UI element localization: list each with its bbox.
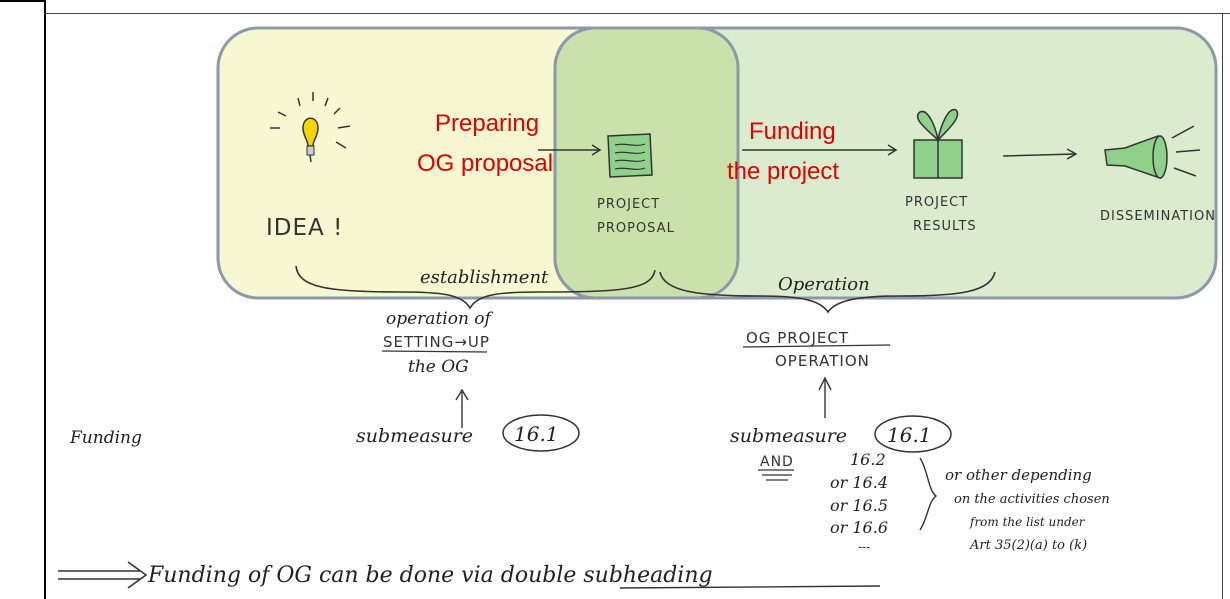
setting-up-text: SETTING→UP [383, 333, 490, 351]
proposal-label-line2: PROPOSAL [597, 221, 675, 236]
gift-box-icon [913, 108, 963, 179]
arrow-head [591, 144, 602, 156]
option-16-6: or 16.6 [830, 518, 888, 537]
option-16-2: 16.2 [850, 450, 886, 469]
arrow-head [887, 144, 898, 156]
conclusion-prefix: Funding of OG can be done via [147, 563, 501, 588]
og-project-underline [742, 344, 891, 348]
dissemination-label: DISSEMINATION [1100, 209, 1216, 224]
frame-left-border [44, 0, 46, 599]
frame-right-border [1222, 13, 1223, 599]
operation-of-text: operation of [386, 309, 494, 329]
option-16-5: or 16.5 [830, 496, 888, 515]
idea-label: IDEA ! [266, 215, 343, 241]
og-proposal-label: OG proposal [417, 150, 553, 177]
options-brace [919, 457, 938, 531]
results-label-line2: RESULTS [913, 219, 977, 234]
arrow-head [818, 376, 832, 391]
arrow-head [455, 388, 469, 401]
right-code-circle [874, 415, 952, 453]
operation-brace [659, 271, 996, 314]
conclusion-underline [619, 585, 881, 589]
operation-text: OPERATION [775, 352, 870, 370]
arrow-head [1066, 148, 1078, 160]
og-project-text: OG PROJECT [746, 329, 849, 347]
note-line4: Art 35(2)(a) to (k) [969, 538, 1087, 553]
proposal-label-line1: PROJECT [597, 197, 660, 212]
option-ellipsis: --- [858, 540, 870, 554]
frame-corner [0, 0, 46, 2]
arrow-to-dissemination [1002, 153, 1076, 157]
establishment-brace [295, 265, 656, 310]
frame-top-border [44, 13, 1230, 14]
the-og-text: the OG [408, 357, 469, 377]
option-16-4: or 16.4 [830, 473, 888, 492]
note-line3: from the list under [969, 515, 1086, 529]
double-arrow-icon [58, 561, 148, 589]
note-line1: or other depending [945, 466, 1092, 484]
conclusion-emphasis: double subheading [501, 563, 713, 588]
results-label-line1: PROJECT [905, 195, 968, 210]
the-project-label: the project [727, 158, 839, 185]
document-icon [607, 133, 653, 178]
preparing-label: Preparing [435, 110, 539, 137]
megaphone-icon [1104, 125, 1201, 180]
light-bulb-icon [270, 92, 351, 163]
right-code-text: 16.1 [887, 423, 932, 447]
right-submeasure-text: submeasure [730, 425, 847, 447]
funding-label: Funding [749, 118, 836, 145]
operation-label: Operation [778, 274, 870, 295]
setting-up-underline [381, 350, 488, 353]
left-submeasure-text: submeasure [356, 425, 473, 447]
note-line2: on the activities chosen [954, 492, 1110, 507]
conclusion-text: Funding of OG can be done via double sub… [147, 563, 713, 588]
left-code-circle [502, 414, 580, 452]
funding-side-label: Funding [69, 428, 142, 448]
establishment-label: establishment [420, 267, 549, 288]
left-code-text: 16.1 [514, 422, 559, 446]
and-text: AND [760, 454, 794, 470]
